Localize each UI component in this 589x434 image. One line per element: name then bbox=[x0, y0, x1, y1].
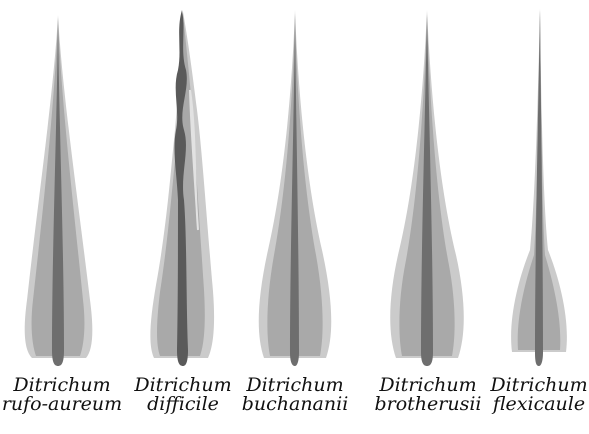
species-label-rufo-aureum: Ditrichum rufo-aureum bbox=[2, 376, 122, 414]
species-label-brotherusii: Ditrichum brotherusii bbox=[374, 376, 481, 414]
species-label-difficile: Ditrichum difficile bbox=[134, 376, 231, 414]
species-name: buchananii bbox=[242, 395, 349, 414]
leaf-difficile bbox=[150, 10, 214, 366]
species-label-buchananii: Ditrichum buchananii bbox=[242, 376, 349, 414]
leaf-buchananii bbox=[259, 10, 331, 366]
species-name: brotherusii bbox=[374, 395, 481, 414]
leaf-brotherusii bbox=[390, 10, 464, 366]
species-name: difficile bbox=[134, 395, 231, 414]
species-name: rufo-aureum bbox=[2, 395, 122, 414]
leaf-rufo-aureum bbox=[25, 15, 93, 366]
species-label-flexicaule: Ditrichum flexicaule bbox=[490, 376, 587, 414]
leaf-flexicaule bbox=[511, 8, 567, 366]
species-name: flexicaule bbox=[490, 395, 587, 414]
